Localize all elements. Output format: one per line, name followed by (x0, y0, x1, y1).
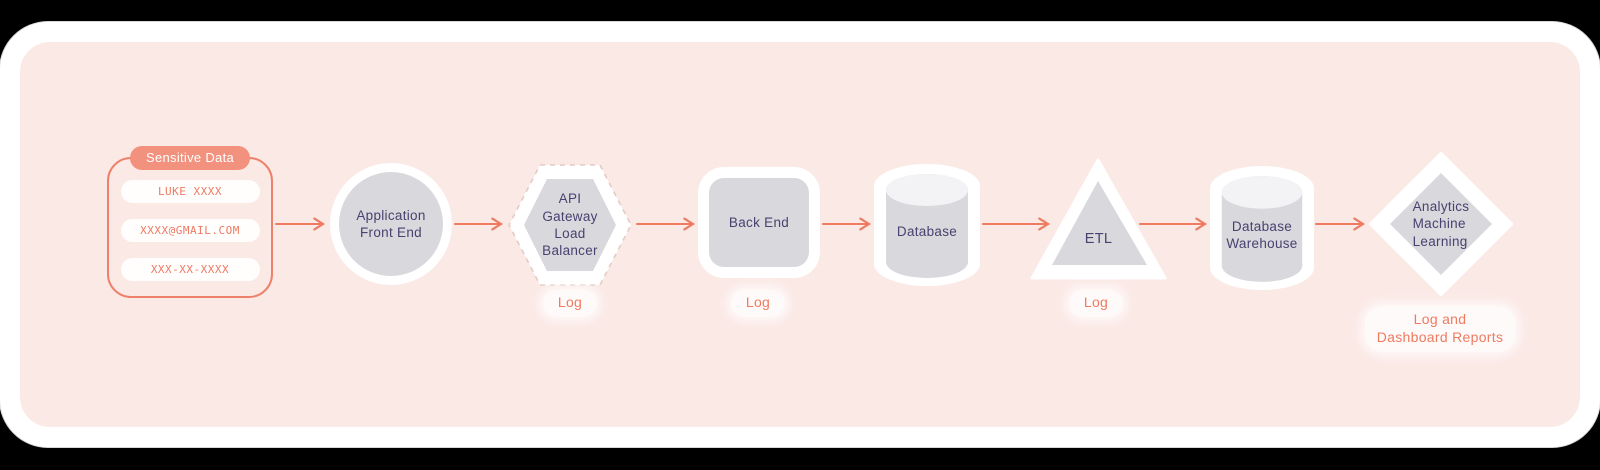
etl-triangle-shape (1030, 158, 1167, 280)
warehouse-cylinder-shape (1210, 166, 1314, 290)
analytics-diamond-shape (1369, 152, 1513, 296)
back-end-inner-shape (709, 178, 809, 267)
node-etl-label: ETL (1084, 230, 1113, 247)
node-back-end-label: Back End (728, 214, 790, 230)
sensitive-field-email: XXXX@GMAIL.COM (120, 219, 260, 242)
database-cylinder-shape (874, 164, 980, 286)
log-label-etl: Log (1068, 290, 1124, 317)
log-label-gateway: Log (542, 290, 598, 317)
node-sensitive-data: Sensitive Data LUKE XXXX XXXX@GMAIL.COM … (107, 146, 273, 298)
log-label-analytics: Log and Dashboard Reports (1364, 306, 1516, 352)
node-etl: ETL (1030, 158, 1167, 280)
node-api-gateway-load-balancer: API Gateway Load Balancer (507, 163, 633, 287)
node-application-front-end-label: Application Front End (339, 172, 443, 276)
node-database-warehouse-label: Database Warehouse (1226, 218, 1298, 251)
sensitive-field-name: LUKE XXXX (120, 180, 260, 203)
node-api-gateway-label: API Gateway Load Balancer (542, 191, 598, 259)
node-database-label: Database (896, 224, 958, 240)
sensitive-data-title: Sensitive Data (129, 146, 251, 170)
node-database-warehouse: Database Warehouse (1210, 166, 1314, 290)
log-label-backend: Log (730, 290, 786, 317)
node-database: Database (874, 164, 980, 286)
node-back-end: Back End (698, 167, 820, 278)
node-application-front-end: Application Front End (330, 163, 452, 285)
sensitive-field-ssn: XXX-XX-XXXX (120, 258, 260, 281)
node-analytics-label: Analytics Machine Learning (1412, 199, 1470, 249)
node-analytics-machine-learning: Analytics Machine Learning (1369, 152, 1513, 296)
hexagon-shape (508, 164, 632, 286)
